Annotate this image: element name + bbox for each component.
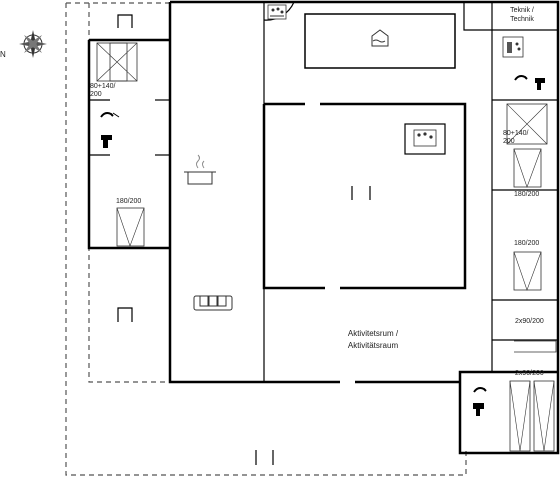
toilet-icon [473,403,484,416]
bed-icon [513,148,542,188]
bed-icon [509,380,555,452]
shower-icon [514,75,528,81]
shower-icon [100,112,120,118]
bed-size-label: 2x90/200 [515,318,544,325]
room-label-activity-en: Aktivitetsrum / [347,329,399,338]
bed-size-label: 80+140/ 200 [90,83,116,99]
bed-icon [514,340,557,353]
bed-size-label: 2x90/200 [515,370,544,377]
terrace-dashed-outline [65,3,467,476]
door-mark [351,186,371,200]
room-label-activity-de: Aktivitätsraum [347,341,399,350]
bed-size-label: 180/200 [116,198,142,205]
wall-stub [117,307,133,322]
bed-icon [96,42,138,82]
bed-size-label: 180/200 [514,240,540,247]
sofa-icon [193,295,233,311]
pool-icon [371,29,389,47]
bed-size-label: 80+140/ 200 [503,130,529,146]
pool [304,13,456,69]
toilet-icon [535,78,545,90]
room-label-tech-en: Teknik / [510,7,534,14]
bed-icon [513,251,542,291]
exterior-walls [87,0,560,455]
door-mark [255,450,274,465]
washer-icon [502,36,524,58]
stove-icon [184,154,216,185]
whirlpool-icon [267,4,287,20]
compass-north-label: N [0,50,6,59]
wall-stub [117,14,133,28]
atrium-walls [262,102,467,290]
sauna-icon [404,123,446,155]
toilet-icon [101,135,112,148]
bed-icon [506,103,548,145]
shower-icon [473,387,487,393]
room-label-tech-de: Technik [510,16,534,23]
bed-size-label: 180/200 [514,191,540,198]
compass-icon [19,30,47,58]
bed-icon [116,207,145,247]
